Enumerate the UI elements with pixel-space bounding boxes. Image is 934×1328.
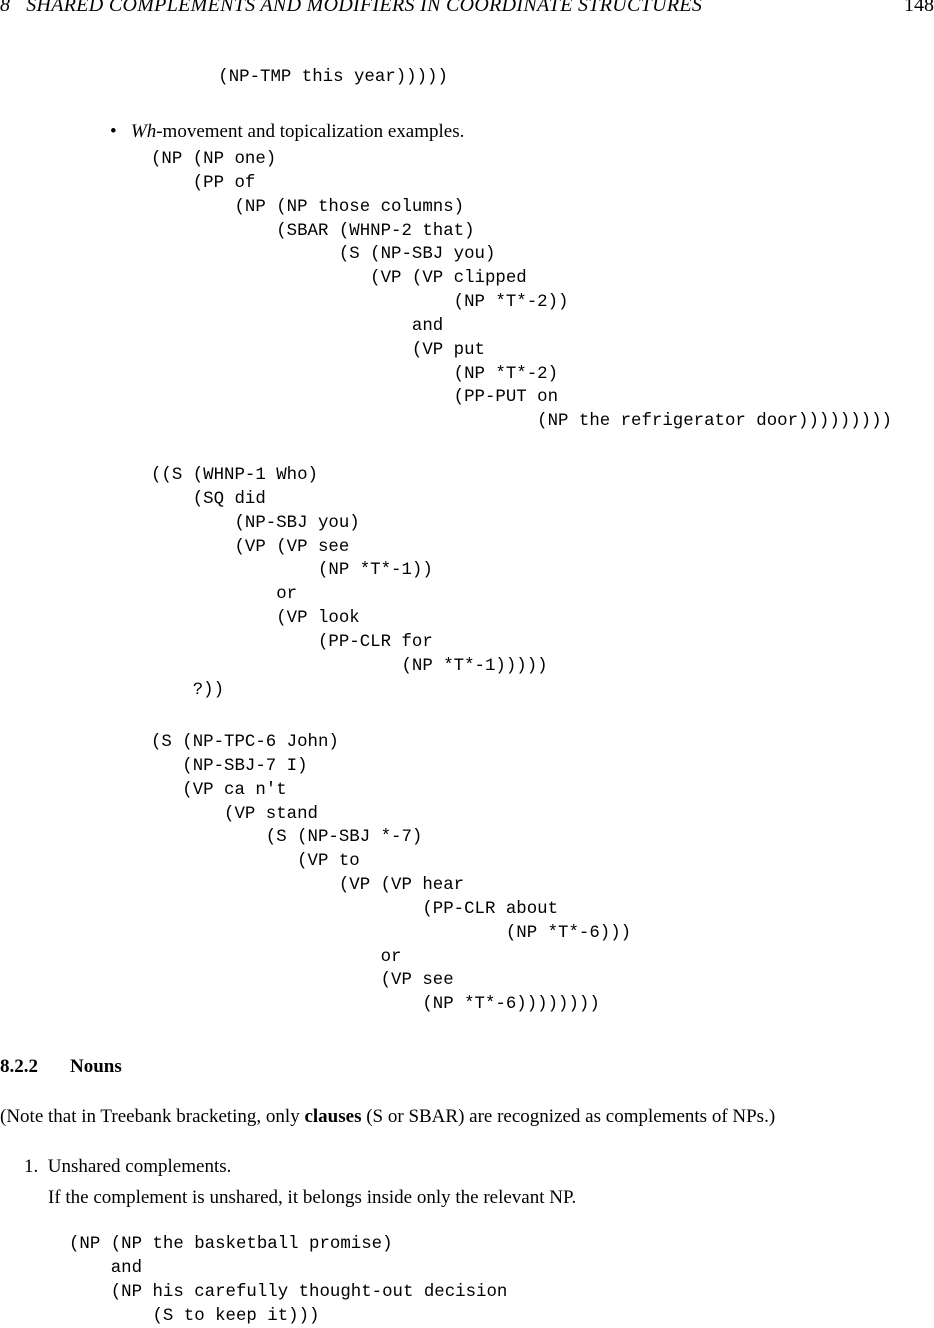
list-item-title: 1. Unshared complements. (24, 1156, 231, 1178)
running-header-title: 8 SHARED COMPLEMENTS AND MODIFIERS IN CO… (0, 0, 703, 16)
section-title: Nouns (70, 1056, 122, 1077)
note-paragraph: (Note that in Treebank bracketing, only … (0, 1106, 775, 1128)
code-continuation-top: (NP-TMP this year))))) (20, 68, 448, 87)
example-wh-movement-2: ((S (WHNP-1 Who) (SQ did (NP-SBJ you) (V… (151, 466, 548, 700)
list-item-body: If the complement is unshared, it belong… (48, 1187, 577, 1208)
list-item-marker: 1. (24, 1156, 39, 1177)
note-text-after: (S or SBAR) are recognized as complement… (361, 1106, 776, 1127)
bullet-item: • Wh-movement and topicalization example… (110, 121, 464, 143)
bullet-symbol: • (110, 121, 117, 142)
section-number: 8.2.2 (0, 1056, 38, 1077)
list-item-title-text: Unshared complements. (47, 1156, 232, 1177)
note-bold-term: clauses (304, 1106, 362, 1127)
note-text-before: (Note that in Treebank bracketing, only (0, 1106, 305, 1127)
bullet-italic-text: Wh (130, 121, 157, 142)
page-number: 148 (904, 0, 934, 16)
example-topicalization: (S (NP-TPC-6 John) (NP-SBJ-7 I) (VP ca n… (151, 733, 632, 1015)
example-wh-movement-1: (NP (NP one) (PP of (NP (NP those column… (151, 150, 892, 432)
bullet-text: -movement and topicalization examples. (156, 121, 465, 142)
running-header: 8 SHARED COMPLEMENTS AND MODIFIERS IN CO… (0, 0, 934, 24)
example-unshared-complement: (NP (NP the basketball promise) and (NP … (69, 1235, 508, 1326)
section-heading: 8.2.2 Nouns (0, 1056, 122, 1078)
